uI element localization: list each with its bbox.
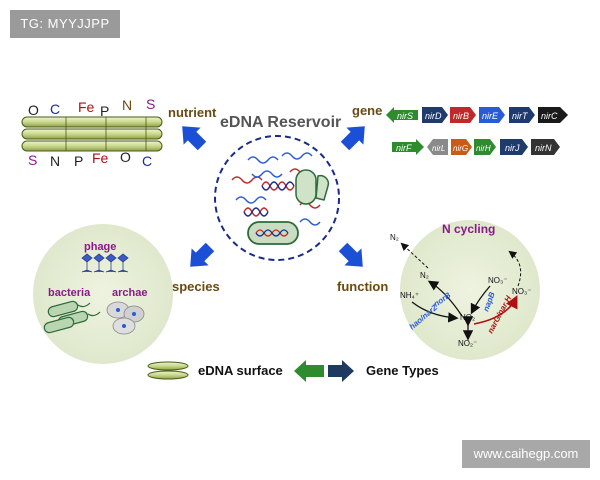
no3-mid: NO₃⁻ <box>488 276 507 285</box>
n2-top: N₂ <box>390 233 399 242</box>
legend-green-arrow <box>294 360 324 382</box>
species-circle <box>33 224 173 364</box>
watermark-top-left: TG: MYYJJPP <box>10 10 120 38</box>
gene-arrow: nirG <box>451 139 472 155</box>
gene-arrow: nirC <box>538 107 568 123</box>
legend-navy-arrow <box>328 360 354 382</box>
cell-fragment-icon <box>295 169 330 205</box>
gene-name: nirS <box>397 111 413 121</box>
disc-layer <box>21 140 163 152</box>
gene-arrows-row2: nirF nirL nirG nirH nirJ nirN <box>392 139 560 155</box>
archae-icon <box>106 301 145 335</box>
n2-mid: N₂ <box>420 271 429 280</box>
gene-name: nirJ <box>505 143 520 153</box>
archae-label: archae <box>112 287 147 299</box>
phage-label: phage <box>84 241 116 253</box>
disc-layer <box>21 116 163 128</box>
blue-arrow-function <box>338 242 363 267</box>
gene-arrows-row1: nirS nirD nirB nirE nirT nirC <box>386 107 568 123</box>
nutrient-bottom-elements: S N P Fe O C <box>28 149 152 169</box>
species-label: species <box>172 279 220 294</box>
gene-name: nirH <box>476 144 491 153</box>
gene-arrow: nirN <box>531 139 560 155</box>
nutrient-element: Fe <box>78 99 95 115</box>
gene-arrow: nirE <box>479 107 505 123</box>
gene-name: nirG <box>453 144 468 153</box>
arrow-no2-to-no3 <box>473 295 518 325</box>
blue-arrow-nutrient <box>182 126 207 151</box>
nutrient-element: S <box>28 152 37 168</box>
nutrient-element: O <box>120 149 131 165</box>
dashed-arrow-n2-top <box>400 242 429 269</box>
gene-name: nirB <box>453 111 469 121</box>
bacterium-cell-icon <box>247 221 299 245</box>
legend-surface-label: eDNA surface <box>198 363 283 378</box>
center-title: eDNA Reservoir <box>220 114 341 131</box>
nutrient-top-elements: O C Fe P N S <box>28 96 155 119</box>
nutrient-label: nutrient <box>168 105 217 120</box>
gene-name: nirN <box>535 143 552 153</box>
gene-name: nirF <box>396 143 412 153</box>
gene-name: nirD <box>425 111 442 121</box>
gene-arrow: nirJ <box>500 139 528 155</box>
function-label: function <box>337 279 388 294</box>
nutrient-element: N <box>50 153 60 169</box>
gene-arrow: nirT <box>509 107 535 123</box>
disc-layer <box>21 128 163 140</box>
n-cycling-circle <box>400 220 540 360</box>
gene-name: nirE <box>482 111 499 121</box>
watermark-bottom-right: www.caihegp.com <box>462 440 590 468</box>
arrow-no2-to-n2 <box>427 280 463 317</box>
nutrient-element: S <box>146 96 155 112</box>
legend-gene-types-label: Gene Types <box>366 363 439 378</box>
phage-icon <box>81 253 129 273</box>
nutrient-element: O <box>28 102 39 118</box>
nutrient-element: C <box>142 153 152 169</box>
legend-disc-icon <box>147 361 189 380</box>
gene-name: nirC <box>541 111 558 121</box>
nutrient-element: P <box>74 153 83 169</box>
nutrient-element: Fe <box>92 150 109 166</box>
no3-right: NO₃⁻ <box>512 287 531 296</box>
gene-arrow: nirD <box>422 107 448 123</box>
no2-center: NO₂ <box>460 313 475 322</box>
blue-arrow-gene <box>340 126 365 151</box>
dna-strands-icon <box>231 152 321 226</box>
nutrient-element: C <box>50 101 60 117</box>
gene-arrow: nirB <box>450 107 476 123</box>
arrow-nh4-to-no2 <box>411 301 459 323</box>
n-cycling-title: N cycling <box>442 222 495 236</box>
blue-arrow-species <box>190 242 215 267</box>
nutrient-element: N <box>122 97 132 113</box>
arrow-no3-to-no2 <box>470 285 491 315</box>
gene-arrow: nirL <box>427 139 448 155</box>
gene-arrow: nirS <box>386 107 418 123</box>
gene-name: nirL <box>432 144 445 153</box>
reservoir-circle <box>214 135 340 261</box>
nutrient-disc-stack <box>21 116 163 152</box>
gene-label: gene <box>352 103 382 118</box>
nutrient-element: P <box>100 103 109 119</box>
gene-arrow: nirH <box>474 139 496 155</box>
gene-name: nirT <box>512 111 529 121</box>
gene-arrow: nirF <box>392 139 424 155</box>
bacteria-icon <box>43 300 101 334</box>
nh4: NH₄⁺ <box>400 291 419 300</box>
bacteria-label: bacteria <box>48 287 91 299</box>
no2-bottom: NO₂⁻ <box>458 339 477 348</box>
